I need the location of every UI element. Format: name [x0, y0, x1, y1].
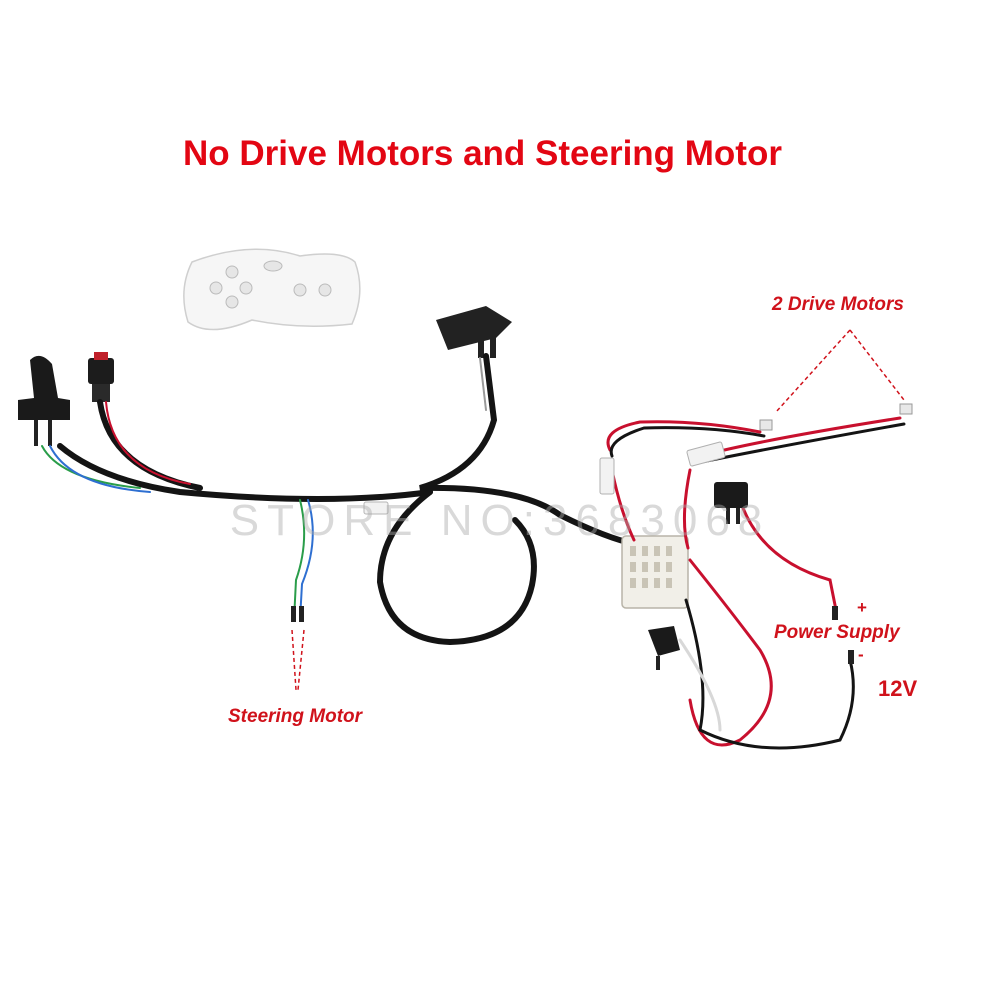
positive-terminal-label: + — [857, 598, 867, 618]
control-box — [622, 536, 688, 608]
gear-shifter — [18, 356, 70, 446]
steering-motor-leads — [291, 606, 304, 690]
drive-motors-label: 2 Drive Motors — [772, 294, 904, 316]
foot-pedal — [436, 306, 512, 358]
voltage-label: 12V — [878, 676, 917, 702]
negative-terminal-label: - — [858, 645, 864, 665]
store-watermark: STORE NO:3683068 — [0, 496, 1000, 546]
steering-motor-label: Steering Motor — [228, 706, 362, 728]
drive-motor-pointers — [776, 330, 904, 412]
power-supply-label: Power Supply — [774, 622, 900, 644]
remote-control — [184, 249, 360, 329]
lower-switch — [648, 626, 680, 670]
page-title: No Drive Motors and Steering Motor — [0, 134, 965, 174]
wire-connectors — [600, 404, 912, 494]
push-button-switch — [88, 352, 114, 402]
